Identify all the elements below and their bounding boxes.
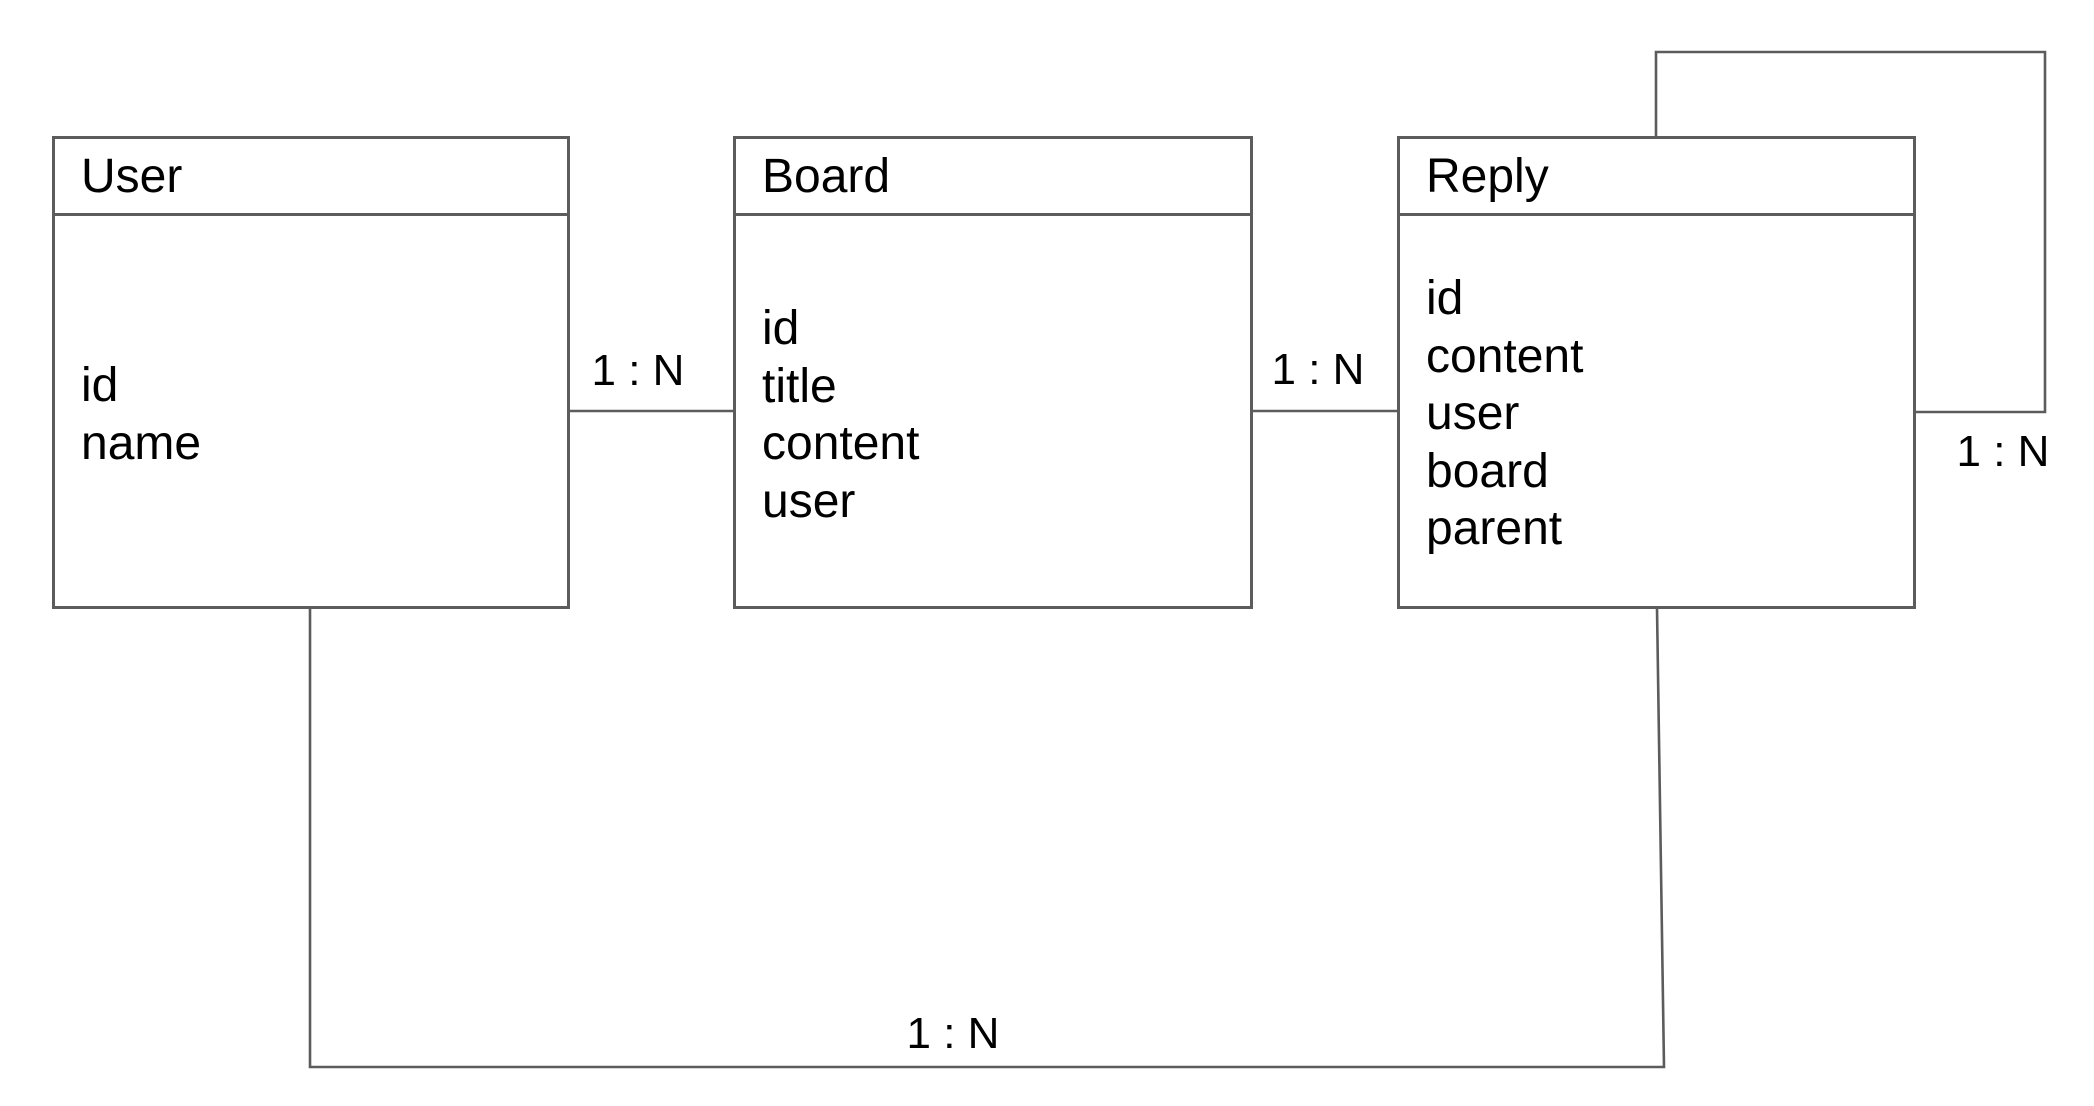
field-reply-content: content (1426, 329, 1584, 383)
entity-user-header: User (55, 139, 567, 216)
entity-board-header: Board (736, 139, 1250, 216)
field-reply-id: id (1426, 272, 1464, 325)
entity-board[interactable]: Board id title content user (733, 136, 1253, 609)
relationship-label-user-board: 1 : N (591, 346, 685, 395)
field-user-id: id (81, 359, 119, 412)
connector-user-reply[interactable] (308, 607, 1666, 1069)
field-user-name: name (81, 416, 202, 470)
entity-reply[interactable]: Reply id content user board parent (1397, 136, 1916, 609)
entity-user-title: User (81, 149, 183, 203)
field-reply-parent: parent (1426, 502, 1563, 555)
relationship-label-user-reply: 1 : N (906, 1009, 1000, 1058)
relationship-label-reply-self: 1 : N (1956, 427, 2050, 476)
entity-reply-header: Reply (1400, 139, 1913, 216)
field-reply-user: user (1426, 387, 1520, 440)
relationship-label-board-reply: 1 : N (1271, 345, 1365, 394)
field-board-content: content (762, 417, 920, 470)
field-board-title: title (762, 359, 837, 413)
field-board-id: id (762, 302, 800, 355)
field-board-user: user (762, 474, 856, 528)
entity-board-fields: id title content user (736, 300, 1250, 530)
entity-user-fields: id name (55, 357, 567, 472)
field-reply-board: board (1426, 444, 1549, 498)
entity-user[interactable]: User id name (52, 136, 570, 609)
entity-board-title: Board (762, 149, 891, 203)
entity-reply-title: Reply (1426, 149, 1549, 203)
connector-reply-self-loop[interactable] (1654, 50, 2047, 414)
entity-reply-fields: id content user board parent (1400, 270, 1913, 558)
